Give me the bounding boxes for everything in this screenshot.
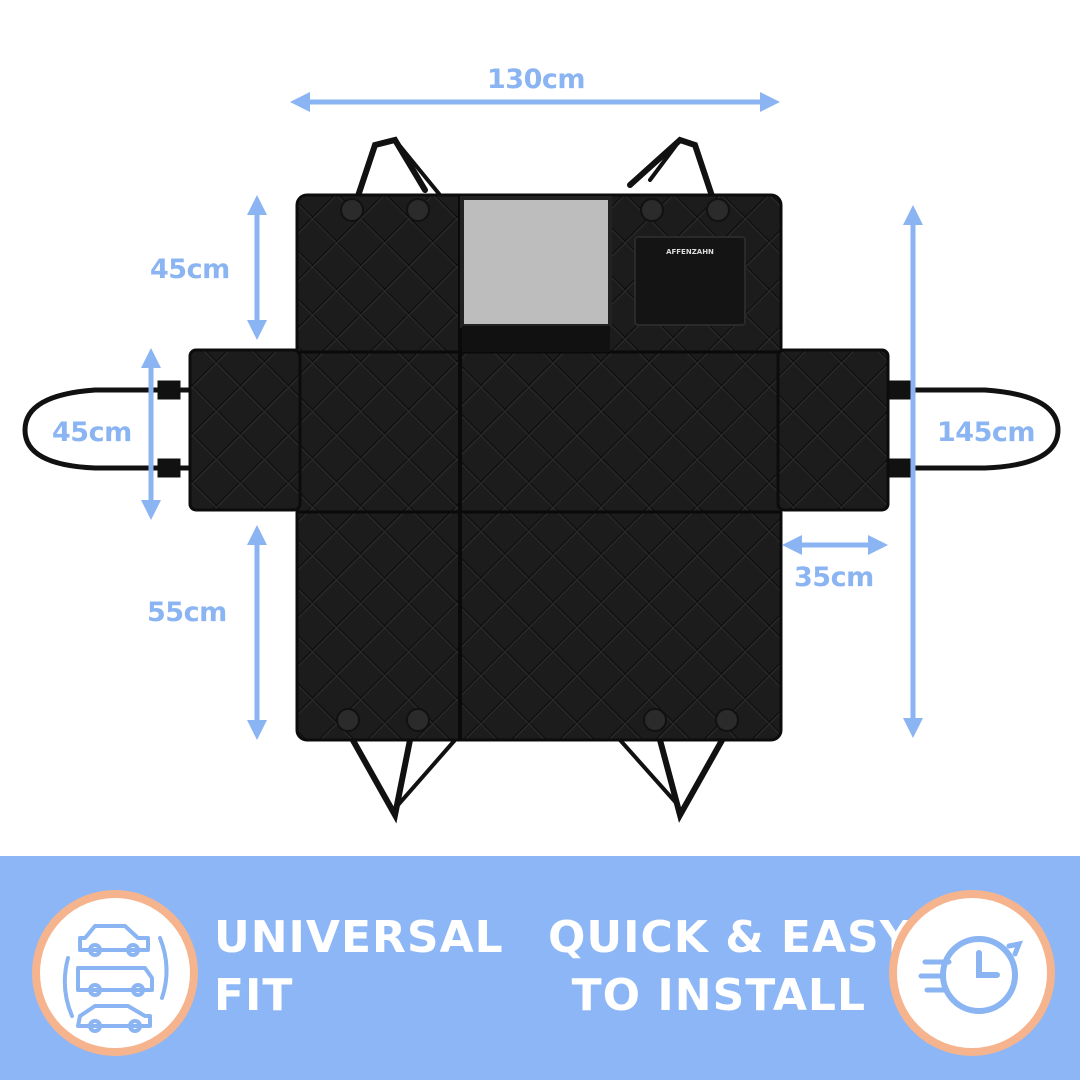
top-strap-right	[627, 136, 718, 208]
seat-cover-illustration	[22, 92, 1061, 824]
feature-quick-install: QUICK & EASY TO INSTALL	[548, 912, 913, 1021]
label-backrest-height: 45cm	[150, 254, 230, 285]
label-side-flap-height: 45cm	[52, 417, 132, 448]
brand-logo: AFFENZAHN	[666, 248, 714, 256]
label-seat-depth: 55cm	[147, 597, 227, 628]
clock-icon	[889, 890, 1055, 1056]
dimension-arrows	[141, 92, 923, 740]
feature-universal-fit: UNIVERSAL FIT	[214, 912, 504, 1021]
seat-cover-body	[188, 193, 890, 742]
bottom-straps	[347, 732, 728, 824]
top-strap-left	[352, 136, 442, 208]
feature-footer: UNIVERSAL FIT QUICK & EASY TO INSTALL	[0, 856, 1080, 1080]
label-total-height: 145cm	[937, 417, 1036, 448]
label-top-width: 130cm	[487, 64, 586, 95]
label-side-flap-width: 35cm	[794, 562, 874, 593]
car-types-icon	[32, 890, 198, 1056]
